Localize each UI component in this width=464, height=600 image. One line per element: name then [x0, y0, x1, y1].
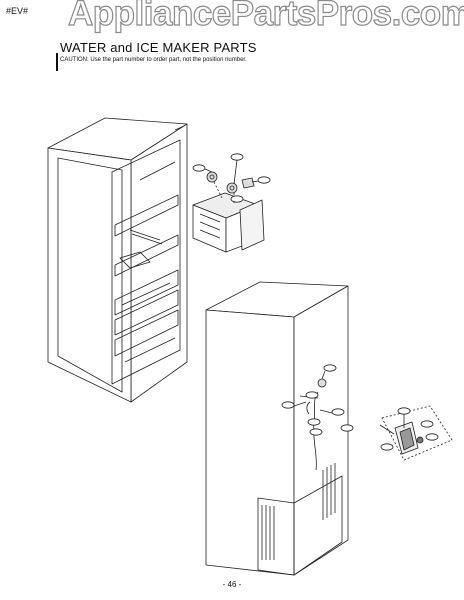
title-rule	[56, 53, 58, 71]
page-number: - 46 -	[222, 580, 242, 589]
caution-note: CAUTION: Use the part number to order pa…	[60, 57, 247, 63]
ice-maker-assembly	[192, 171, 265, 253]
water-valve-detail	[379, 405, 453, 461]
water-line-callouts	[281, 364, 354, 436]
watermark-logo: AppliancePartsPros.com	[67, 0, 464, 34]
refrigerator-cabinet-rear	[205, 281, 349, 576]
refrigerator-cabinet-front	[47, 117, 188, 403]
page-title: WATER and ICE MAKER PARTS	[60, 40, 257, 55]
ice-maker-callouts	[192, 153, 271, 203]
document-tag: #EV#	[6, 6, 29, 16]
